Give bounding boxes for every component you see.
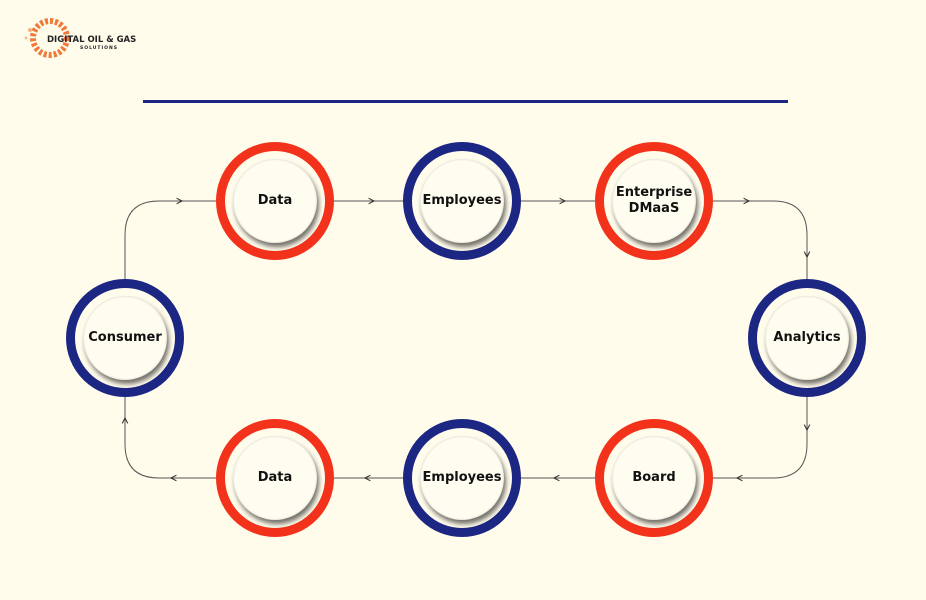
- connector: [713, 200, 808, 280]
- node-label: Data: [233, 436, 317, 520]
- node-enterprise-dmaas: Enterprise DMaaS: [595, 142, 713, 260]
- node-employees: Employees: [403, 142, 521, 260]
- node-label: Analytics: [765, 296, 849, 380]
- node-analytics: Analytics: [748, 279, 866, 397]
- node-label: Employees: [420, 436, 504, 520]
- logo-subtext: SOLUTIONS: [80, 46, 119, 51]
- connector: [124, 200, 217, 280]
- title-rule: [143, 100, 788, 103]
- node-data: Data: [216, 142, 334, 260]
- node-label: Board: [612, 436, 696, 520]
- node-label: Enterprise DMaaS: [612, 159, 696, 243]
- node-label: Consumer: [83, 296, 167, 380]
- node-board: Board: [595, 419, 713, 537]
- node-label: Employees: [420, 159, 504, 243]
- logo-mark-icon: [24, 18, 70, 58]
- node-employees: Employees: [403, 419, 521, 537]
- connector: [713, 396, 808, 479]
- connector: [124, 396, 217, 479]
- logo-text: DIGITAL OIL & GAS: [47, 35, 137, 45]
- node-label: Data: [233, 159, 317, 243]
- logo: [20, 16, 130, 60]
- node-consumer: Consumer: [66, 279, 184, 397]
- node-data: Data: [216, 419, 334, 537]
